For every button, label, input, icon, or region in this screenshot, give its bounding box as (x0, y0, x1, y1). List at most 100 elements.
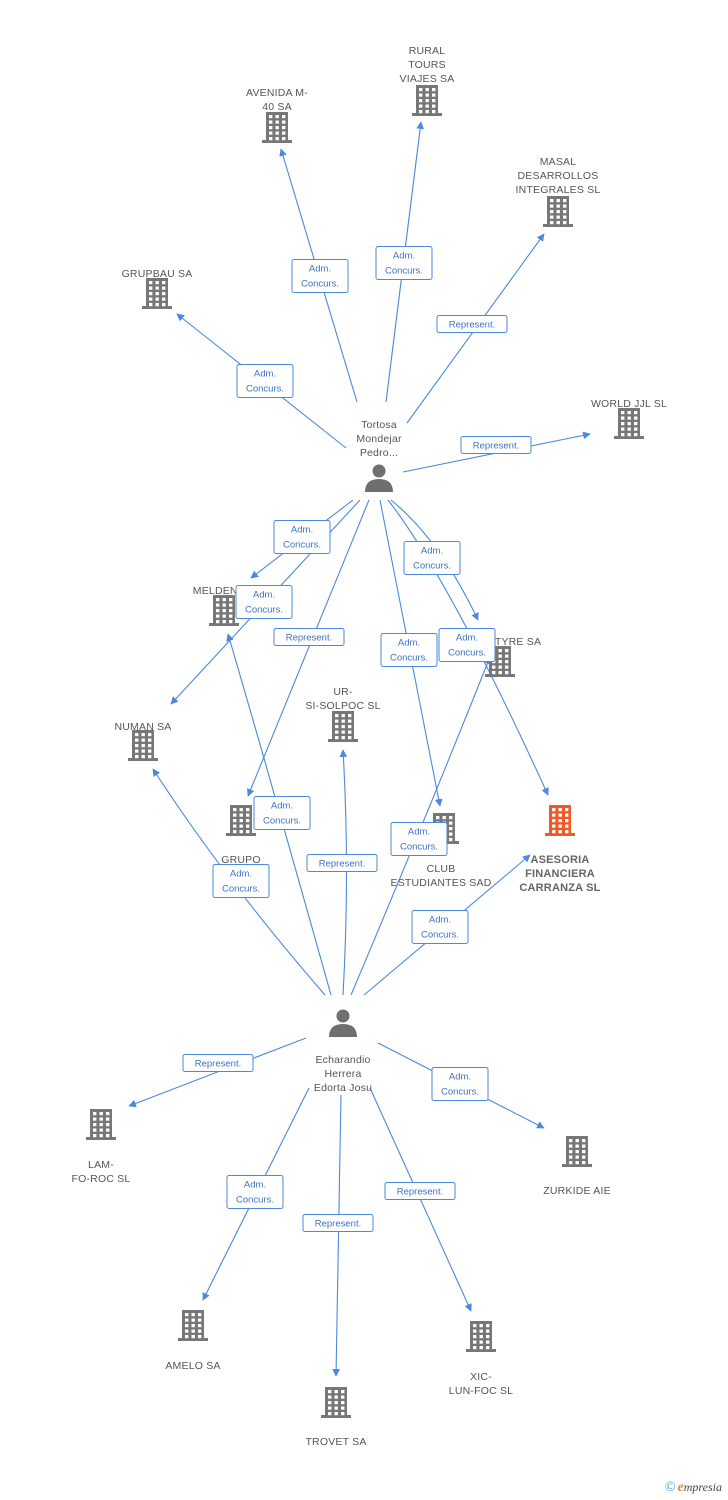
edge-label-text: Adm. (271, 801, 293, 812)
building-icon (142, 278, 172, 309)
building-icon (321, 1387, 351, 1418)
edge-label-text: Represent. (397, 1187, 443, 1198)
building-icon (614, 408, 644, 439)
node-label: GRUPBAU SA (122, 268, 193, 280)
edge-label-box (212, 864, 270, 898)
edge-label-text: Concurs. (385, 266, 423, 277)
edge-label-tortosa-numan[interactable]: Adm.Concurs. (235, 585, 293, 619)
building-icon (178, 1310, 208, 1341)
edge-label-tortosa-worldjjl[interactable]: Represent. (460, 436, 532, 454)
node-label: Pedro... (360, 447, 398, 459)
building-icon (262, 112, 292, 143)
node-label: Edorta Josu (314, 1082, 372, 1094)
edge-label-box (460, 436, 532, 454)
node-label: TOURS (408, 59, 446, 71)
edge-label-box (236, 364, 294, 398)
edge-label-text: Adm. (449, 1072, 471, 1083)
edge-label-tortosa-club[interactable]: Adm.Concurs. (380, 633, 438, 667)
building-icon (328, 711, 358, 742)
node-label: VIAJES SA (400, 73, 455, 85)
building-icon (209, 595, 239, 626)
edge-label-tortosa-grupo[interactable]: Represent. (273, 628, 345, 646)
edge-label-echarandio-numan[interactable]: Adm.Concurs. (212, 864, 270, 898)
node-label: LAM- (88, 1159, 114, 1171)
edge-label-echarandio-ursi[interactable]: Represent. (306, 854, 378, 872)
building-icon (466, 1321, 496, 1352)
edge-label-text: Represent. (449, 320, 495, 331)
edge-label-echarandio-amelo[interactable]: Adm.Concurs. (226, 1175, 284, 1209)
edge-label-box (411, 910, 469, 944)
edge-label-text: Represent. (286, 633, 332, 644)
node-grupbau[interactable]: GRUPBAU SA (122, 268, 193, 309)
edge-label-echarandio-melden[interactable]: Adm.Concurs. (253, 796, 311, 830)
node-ursi[interactable]: UR-SI-SOLPOC SL (305, 686, 380, 742)
node-label: WORLD JJL SL (591, 398, 667, 410)
edge-label-box (302, 1214, 374, 1232)
node-trovet[interactable]: TROVET SA (305, 1387, 366, 1448)
empresia-brand[interactable]: ©empresia (665, 1480, 722, 1496)
node-lamfo[interactable]: LAM- FO-ROC SL (72, 1109, 131, 1185)
edges-layer (128, 121, 591, 1377)
edge-label-text: Concurs. (421, 930, 459, 941)
edge-label-text: Adm. (421, 546, 443, 557)
node-label: Echarandio (315, 1054, 370, 1066)
node-label: AMELO SA (165, 1360, 220, 1372)
edge-label-text: Concurs. (413, 561, 451, 572)
edge-label-tortosa-melden[interactable]: Adm.Concurs. (273, 520, 331, 554)
edge-label-tortosa-tyre[interactable]: Adm. Concurs. (403, 541, 461, 575)
node-label: TYRE SA (495, 636, 541, 648)
node-amelo[interactable]: AMELO SA (165, 1310, 220, 1372)
node-label: NUMAN SA (114, 721, 171, 733)
edge-label-text: Represent. (319, 859, 365, 870)
edge-label-box (380, 633, 438, 667)
node-label: LUN-FOC SL (449, 1385, 513, 1397)
node-worldjjl[interactable]: WORLD JJL SL (591, 398, 667, 439)
node-zurkide[interactable]: ZURKIDE AIE (543, 1136, 611, 1197)
edge-label-text: Concurs. (441, 1087, 479, 1098)
node-label: FO-ROC SL (72, 1173, 131, 1185)
edge-label-tortosa-avenida[interactable]: Adm.Concurs. (291, 259, 349, 293)
brand-name: mpresia (683, 1480, 722, 1494)
edge-echarandio-ursi (339, 749, 348, 996)
edge-label-box (390, 822, 448, 856)
edge-label-echarandio-trovet[interactable]: Represent. (302, 1214, 374, 1232)
building-icon (412, 85, 442, 116)
edge-label-text: Represent. (195, 1059, 241, 1070)
edge-label-echarandio-tyre[interactable]: Adm. Concurs. (390, 822, 448, 856)
edge-label-box (226, 1175, 284, 1209)
edge-tortosa-grupo (247, 499, 370, 797)
edge-label-tortosa-grupbau[interactable]: Adm.Concurs. (236, 364, 294, 398)
edge-label-text: Concurs. (400, 842, 438, 853)
edge-label-echarandio-zurkide[interactable]: Adm. Concurs. (431, 1067, 489, 1101)
edge-label-tortosa-asesoria[interactable]: Adm.Concurs. (438, 628, 496, 662)
node-tortosa[interactable]: TortosaMondejarPedro... (356, 419, 402, 492)
edge-label-text: Concurs. (448, 648, 486, 659)
node-label: SI-SOLPOC SL (305, 700, 380, 712)
edge-label-box (273, 628, 345, 646)
node-xic[interactable]: XIC-LUN-FOC SL (449, 1321, 513, 1397)
edge-label-text: Adm. (393, 251, 415, 262)
edge-label-text: Adm. (429, 915, 451, 926)
edge-label-box (375, 246, 433, 280)
edge-label-box (436, 315, 508, 333)
node-label: Herrera (325, 1068, 362, 1080)
edge-label-echarandio-xic[interactable]: Represent. (384, 1182, 456, 1200)
edge-label-box (438, 628, 496, 662)
edge-label-tortosa-masal[interactable]: Represent. (436, 315, 508, 333)
node-numan[interactable]: NUMAN SA (114, 721, 171, 761)
node-label: INTEGRALES SL (516, 184, 601, 196)
edge-echarandio-trovet (332, 1094, 342, 1377)
edge-echarandio-melden (226, 633, 332, 996)
edge-label-text: Adm. (253, 590, 275, 601)
edge-label-text: Adm. (398, 638, 420, 649)
edge-label-echarandio-lamfo[interactable]: Represent. (182, 1054, 254, 1072)
edge-label-echarandio-asesoria[interactable]: Adm. Concurs. (411, 910, 469, 944)
edge-label-tortosa-rural[interactable]: Adm. Concurs. (375, 246, 433, 280)
node-avenida[interactable]: AVENIDA M-40 SA (246, 87, 308, 143)
edge-label-text: Adm. (408, 827, 430, 838)
edge-label-text: Concurs. (246, 384, 284, 395)
